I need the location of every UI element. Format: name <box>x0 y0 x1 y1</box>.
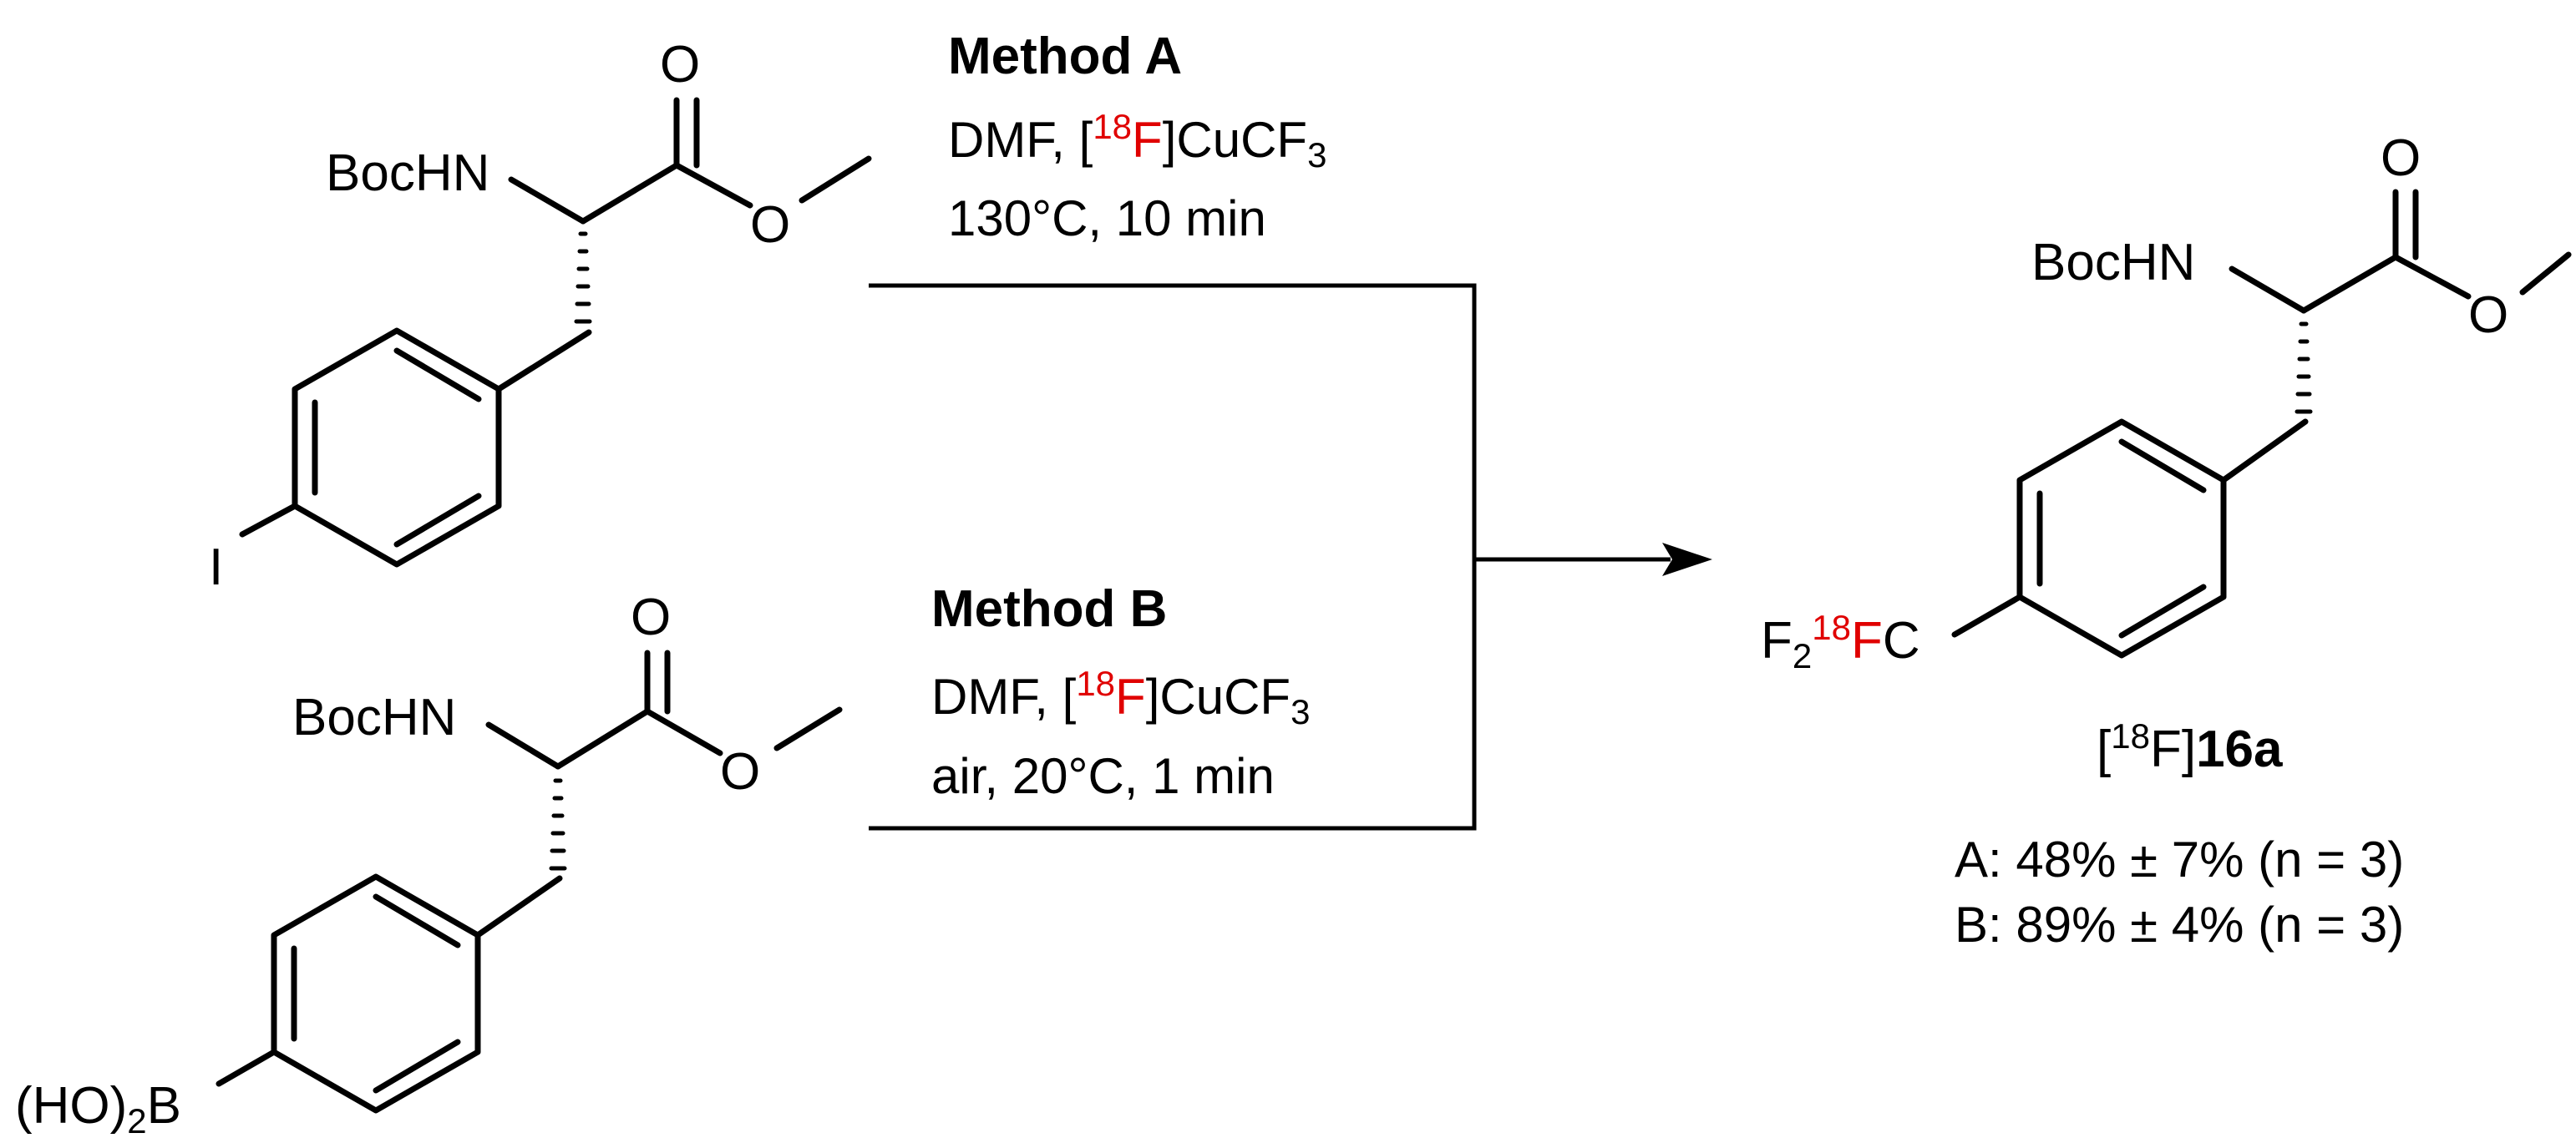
method-a-title: Method A <box>948 28 1182 85</box>
product-benzene-ring <box>2016 418 2227 659</box>
product-label: [18F]16a <box>2097 716 2283 778</box>
method-a-temperature-time: 130°C, 10 min <box>948 190 1266 246</box>
iodo-substrate-benzene-ring <box>292 327 502 568</box>
reaction-arrow <box>869 283 1712 831</box>
iodo-substrate-oxo-label: O <box>660 36 700 94</box>
boronic-substrate-ester-o-label: O <box>720 743 760 801</box>
iodo-substrate-iodine-label: I <box>209 539 223 596</box>
yield-method-a: A: 48% ± 7% (n = 3) <box>1955 832 2404 888</box>
boronic-substrate-boronic-label: (HO)2B <box>15 1077 181 1138</box>
method-b-reagents: DMF, [18F]CuCF3 <box>931 664 1310 731</box>
product-oxo-label: O <box>2381 129 2421 187</box>
method-b-title: Method B <box>931 580 1167 638</box>
iodo-substrate-amine-label: BocHN <box>326 144 489 202</box>
product-hashed-wedge <box>2295 321 2313 414</box>
product-molecule: BocHN O O F218FC <box>1761 129 2572 675</box>
yield-method-b: B: 89% ± 4% (n = 3) <box>1955 897 2404 953</box>
boronic-substrate: BocHN O O (HO)2B <box>15 589 843 1138</box>
iodo-substrate-hashed-wedge <box>574 231 592 324</box>
boronic-substrate-benzene-ring <box>271 873 481 1114</box>
arrow-head <box>1662 543 1712 576</box>
boronic-substrate-hashed-wedge <box>549 778 567 871</box>
method-a-reagents: DMF, [18F]CuCF3 <box>948 107 1326 174</box>
product-cf3-label: F218FC <box>1761 608 1920 675</box>
iodo-substrate: BocHN O O I <box>209 36 872 596</box>
method-b-conditions: Method B DMF, [18F]CuCF3 air, 20°C, 1 mi… <box>931 580 1310 804</box>
method-a-conditions: Method A DMF, [18F]CuCF3 130°C, 10 min <box>948 28 1326 246</box>
method-b-temperature-time: air, 20°C, 1 min <box>931 748 1275 804</box>
boronic-substrate-oxo-label: O <box>631 589 671 646</box>
iodo-substrate-ester-o-label: O <box>750 196 790 254</box>
product-amine-label: BocHN <box>2031 234 2195 291</box>
boronic-substrate-amine-label: BocHN <box>292 689 456 746</box>
product-ester-o-label: O <box>2468 286 2508 344</box>
